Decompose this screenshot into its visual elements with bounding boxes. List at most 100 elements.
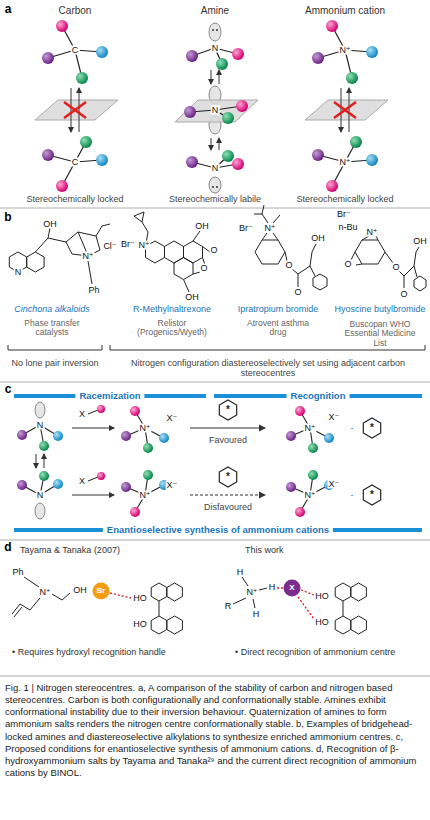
atom-label: OH (42, 220, 58, 229)
node-text: * (361, 484, 383, 506)
section-heading: Enantioselective synthesis of ammonium c… (103, 525, 333, 535)
atom-label: O (209, 246, 218, 255)
note-text: Tayama & Tanaka (2007) (20, 546, 120, 556)
atom-label: X⁻ (166, 481, 179, 490)
atom-label: O (343, 260, 352, 269)
atom-label: X⁻ (328, 413, 341, 422)
column-header: Ammonium cation (305, 5, 385, 16)
atom-label: · (350, 491, 355, 500)
atom-label: O (199, 264, 208, 273)
atom-label: HO (132, 620, 148, 629)
atom-label: N⁺ (245, 588, 258, 597)
atom-label: X (78, 410, 86, 419)
ipratropium-structure (254, 205, 327, 290)
atom-label: n-Bu (337, 223, 358, 232)
atom-label: N⁺ (303, 424, 316, 433)
methylnaltrexone-structure (134, 212, 210, 292)
atom-label: N⁺ (81, 252, 94, 261)
atom-label: · (350, 424, 355, 433)
note-text: • Requires hydroxyl recognition handle (12, 648, 222, 658)
atom-label: N⁺ (263, 224, 276, 233)
panel-letter: b (4, 211, 11, 224)
note-text: Nitrogen configuration diastereoselectiv… (118, 359, 418, 379)
note-text: Favoured (209, 436, 247, 446)
cinchona-structure (9, 224, 110, 284)
anion-circle: X (283, 579, 301, 597)
atom-label: Cl⁻ (102, 242, 117, 251)
panel-letter: d (4, 541, 11, 554)
catalyst-hexagon: * (361, 417, 383, 439)
atom-label: N⁺ (38, 588, 51, 597)
anion-circle: Br (92, 582, 110, 600)
atom-label: Ph (87, 286, 100, 295)
atom-label: C (71, 158, 80, 167)
atom-label: N⁺ (137, 241, 150, 250)
figure-caption: Fig. 1 | Nitrogen stereocentres. a, A co… (5, 682, 425, 779)
carbon-stereocentre (35, 20, 118, 192)
catalyst-hexagon: * (361, 484, 383, 506)
atom-label: O (293, 288, 302, 297)
heading-bars (14, 396, 422, 530)
atom-label: HO (314, 618, 330, 627)
atom-label: Br⁻ (238, 224, 254, 233)
tayama-structure (12, 577, 182, 634)
amine-inversion (175, 23, 258, 193)
atom-label: N (36, 491, 45, 500)
compound-description: Phase transfer catalysts (7, 319, 97, 338)
node-text: * (217, 399, 239, 421)
atom-label: N (36, 421, 45, 430)
node-text: Br (92, 582, 110, 600)
node-text: * (217, 466, 239, 488)
note-text: • Direct recognition of ammonium centre (235, 648, 425, 658)
compound-description: Buscopan WHO Essential Medicine List (340, 320, 420, 348)
atom-label: Ph (11, 568, 24, 577)
compound-description: Atrovent asthma drug (243, 319, 313, 338)
ammonium-stereocentre (305, 20, 388, 192)
catalyst-hexagon: * (217, 466, 239, 488)
compound-name: Cinchona alkaloids (14, 305, 90, 315)
panel-dividers (0, 208, 430, 676)
atom-label: N⁺ (138, 424, 151, 433)
bracket (8, 345, 425, 350)
compound-description: Relistor (Progenics/Wyeth) (130, 319, 215, 338)
section-heading: Racemization (75, 391, 144, 401)
atom-label: X⁻ (328, 480, 341, 489)
atom-label: C (71, 46, 80, 55)
column-header: Carbon (59, 5, 92, 16)
atom-label: N (211, 164, 220, 173)
atom-label: H (236, 568, 245, 577)
atom-label: N (211, 44, 220, 53)
atom-label: O (399, 290, 408, 299)
column-header: Amine (201, 5, 229, 16)
atom-label: N⁺ (138, 491, 151, 500)
atom-label: OH (184, 293, 200, 302)
note-text: This work (245, 546, 284, 556)
note-text: Stereochemically locked (26, 195, 123, 205)
panel-letter: a (5, 3, 12, 16)
atom-label: N⁺ (338, 46, 351, 55)
node-text: X (283, 579, 301, 597)
atom-label: H (252, 610, 261, 619)
atom-label: O (391, 263, 400, 272)
section-heading: Recognition (287, 391, 350, 401)
atom-label: H (268, 583, 277, 592)
atom-label: N (211, 106, 220, 115)
reaction-scheme (17, 402, 334, 519)
atom-label: HO (132, 594, 148, 603)
atom-label: HO (314, 592, 330, 601)
atom-label: Br⁻ (120, 240, 136, 249)
compound-name: Ipratropium bromide (238, 305, 319, 315)
note-text: No lone pair inversion (11, 359, 98, 369)
atom-label: R (224, 602, 233, 611)
atom-label: N⁺ (365, 228, 378, 237)
atom-label: X⁻ (166, 414, 179, 423)
atom-label: O (284, 261, 293, 270)
atom-label: OH (310, 234, 326, 243)
atom-label: N⁺ (338, 158, 351, 167)
this-work-structure (233, 577, 366, 634)
note-text: Stereochemically labile (169, 195, 261, 205)
atom-label: OH (412, 237, 428, 246)
atom-label: OH (72, 586, 88, 595)
note-text: Disfavoured (204, 503, 252, 513)
